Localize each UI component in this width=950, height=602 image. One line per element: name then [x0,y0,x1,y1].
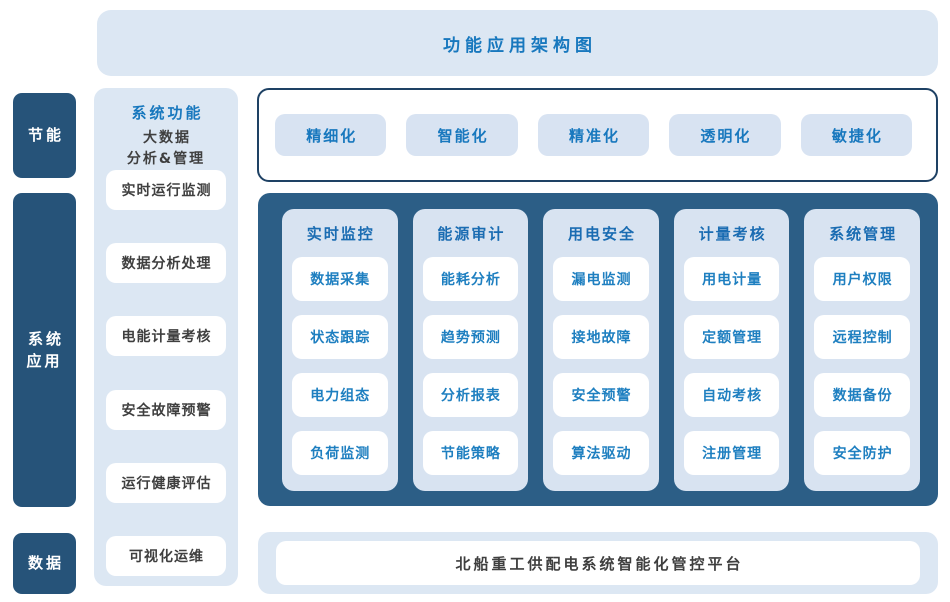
module-column-header: 计量考核 [698,225,767,243]
module-item: 用电计量 [683,257,780,301]
qualities-box: 精细化 智能化 精准化 透明化 敏捷化 [257,88,938,182]
quality-chip: 透明化 [669,114,781,156]
system-function-item: 实时运行监测 [106,170,226,210]
system-function-item: 数据分析处理 [106,243,226,283]
module-item: 安全防护 [814,431,910,475]
system-function-item: 电能计量考核 [106,316,226,356]
modules-panel: 实时监控 数据采集 状态跟踪 电力组态 负荷监测 能源审计 能耗分析 趋势预测 … [258,193,938,506]
system-function-item: 运行健康评估 [106,463,226,503]
module-item: 安全预警 [553,373,649,417]
module-item: 算法驱动 [553,431,649,475]
module-column-energy-audit: 能源审计 能耗分析 趋势预测 分析报表 节能策略 [412,209,529,491]
module-column-header: 实时监控 [306,225,375,243]
module-item: 注册管理 [683,431,780,475]
rail-item-energy-saving: 节能 [13,93,76,178]
module-column-metering-assessment: 计量考核 用电计量 定额管理 自动考核 注册管理 [673,209,790,491]
module-item: 漏电监测 [553,257,649,301]
module-column-header: 系统管理 [829,225,898,243]
module-item: 节能策略 [422,431,519,475]
module-item: 电力组态 [292,373,388,417]
module-column-realtime-monitoring: 实时监控 数据采集 状态跟踪 电力组态 负荷监测 [282,209,398,491]
rail-item-system-application: 系统应用 [13,193,76,507]
subtitle-line-1: 大数据 [143,130,191,146]
module-item: 数据采集 [292,257,388,301]
module-item: 分析报表 [422,373,519,417]
title-banner: 功能应用架构图 [97,10,938,76]
platform-name: 北船重工供配电系统智能化管控平台 [276,541,920,585]
rail-item-data: 数据 [13,533,76,594]
module-item: 负荷监测 [292,431,388,475]
module-item: 远程控制 [814,315,910,359]
system-functions-title: 系统功能 [131,104,204,122]
module-column-electrical-safety: 用电安全 漏电监测 接地故障 安全预警 算法驱动 [543,209,659,491]
platform-banner: 北船重工供配电系统智能化管控平台 [258,532,938,594]
module-item: 定额管理 [683,315,780,359]
system-function-item: 安全故障预警 [106,390,226,430]
rail-label: 系统应用 [26,329,64,371]
diagram-title: 功能应用架构图 [443,35,597,56]
system-functions-subtitle: 大数据 分析&管理 [94,128,238,170]
module-item: 用户权限 [814,257,910,301]
quality-chip: 敏捷化 [800,114,913,156]
system-function-item: 可视化运维 [106,536,226,576]
module-item: 状态跟踪 [292,315,388,359]
module-item: 自动考核 [683,373,780,417]
module-column-system-management: 系统管理 用户权限 远程控制 数据备份 安全防护 [804,209,920,491]
system-functions-panel: 系统功能 大数据 分析&管理 实时运行监测 数据分析处理 电能计量考核 安全故障… [94,88,238,586]
module-item: 接地故障 [553,315,649,359]
module-item: 数据备份 [814,373,910,417]
quality-chip: 智能化 [406,114,518,156]
module-column-header: 能源审计 [437,225,506,243]
rail-label: 数据 [27,554,64,573]
rail-label: 节能 [27,126,64,145]
subtitle-line-2: 分析&管理 [126,151,206,167]
module-column-header: 用电安全 [567,225,636,243]
module-item: 趋势预测 [422,315,519,359]
quality-chip: 精准化 [537,114,650,156]
quality-chip: 精细化 [275,114,387,156]
module-item: 能耗分析 [422,257,519,301]
